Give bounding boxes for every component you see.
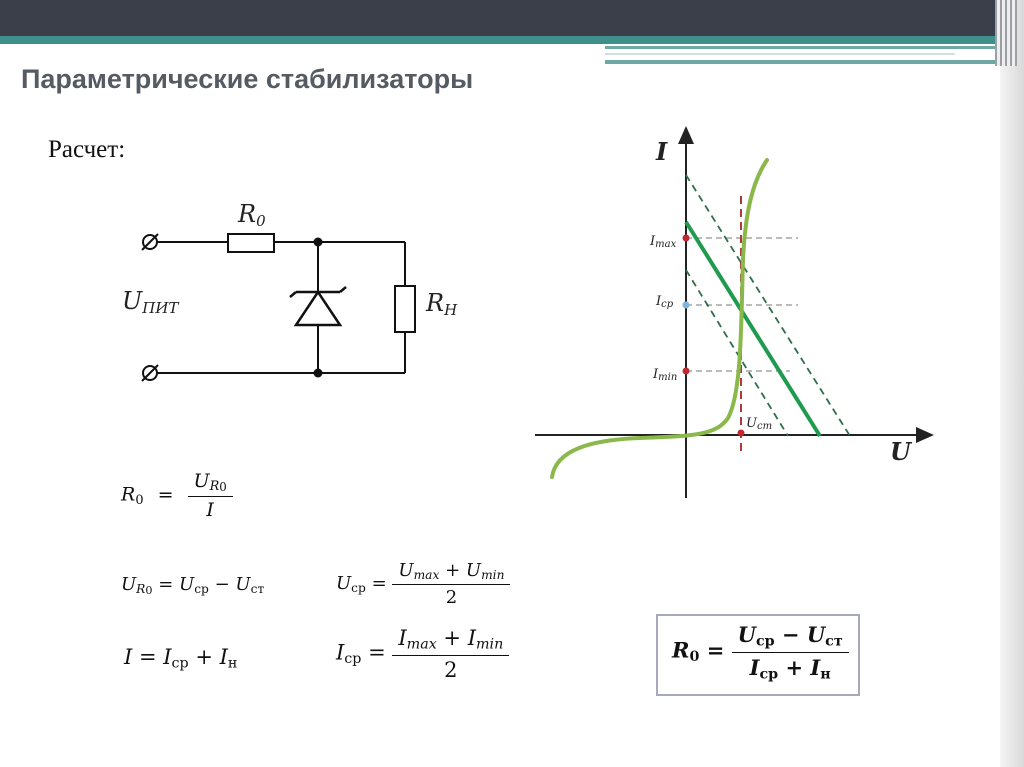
header-stripe — [0, 36, 1024, 44]
formula-icp: Iср = Imax + Imin 2 — [336, 626, 510, 682]
icp-point — [682, 301, 690, 309]
upit-label: UПИТ — [122, 287, 179, 317]
page-edge-bars — [995, 0, 1017, 66]
icp-label: Icp — [655, 294, 674, 310]
decor-line — [605, 60, 1000, 64]
imin-label: Imin — [652, 367, 677, 383]
junction-dot — [313, 237, 323, 247]
load-line-max — [685, 174, 851, 437]
r0-label: R0 — [237, 200, 266, 230]
header-bar — [0, 0, 1024, 36]
y-axis-label: I — [655, 137, 668, 166]
formula-r0-result: R0 = Uср − Uст Iср + Iн — [672, 622, 849, 682]
ucm-label: Ucm — [746, 416, 772, 432]
page-edge — [1000, 0, 1024, 767]
load-line-min — [685, 269, 789, 437]
junction-dot — [313, 368, 323, 378]
slide-subtitle: Расчет: — [48, 136, 126, 163]
zener-curve — [550, 158, 769, 479]
zener-diode — [293, 289, 343, 327]
x-axis-label: U — [890, 437, 913, 466]
imax-point — [682, 234, 690, 242]
formula-r0: R0 = UR0 I — [121, 470, 233, 521]
imin-point — [682, 367, 690, 375]
formula-i: I = Iср + Iн — [124, 645, 238, 672]
ucm-point — [737, 429, 745, 437]
formula-ucp: Uср = Umax + Umin 2 — [336, 560, 511, 608]
decor-line — [605, 53, 955, 55]
result-formula-box: R0 = Uср − Uст Iср + Iн — [656, 614, 860, 696]
load-line-nominal — [684, 220, 822, 438]
imax-label: Imax — [649, 234, 677, 250]
formula-ur0: UR0 = Uср − Uст — [121, 574, 265, 597]
slide-title: Параметрические стабилизаторы — [21, 64, 474, 94]
decor-line — [605, 46, 1000, 49]
rn-label: RН — [425, 289, 458, 319]
